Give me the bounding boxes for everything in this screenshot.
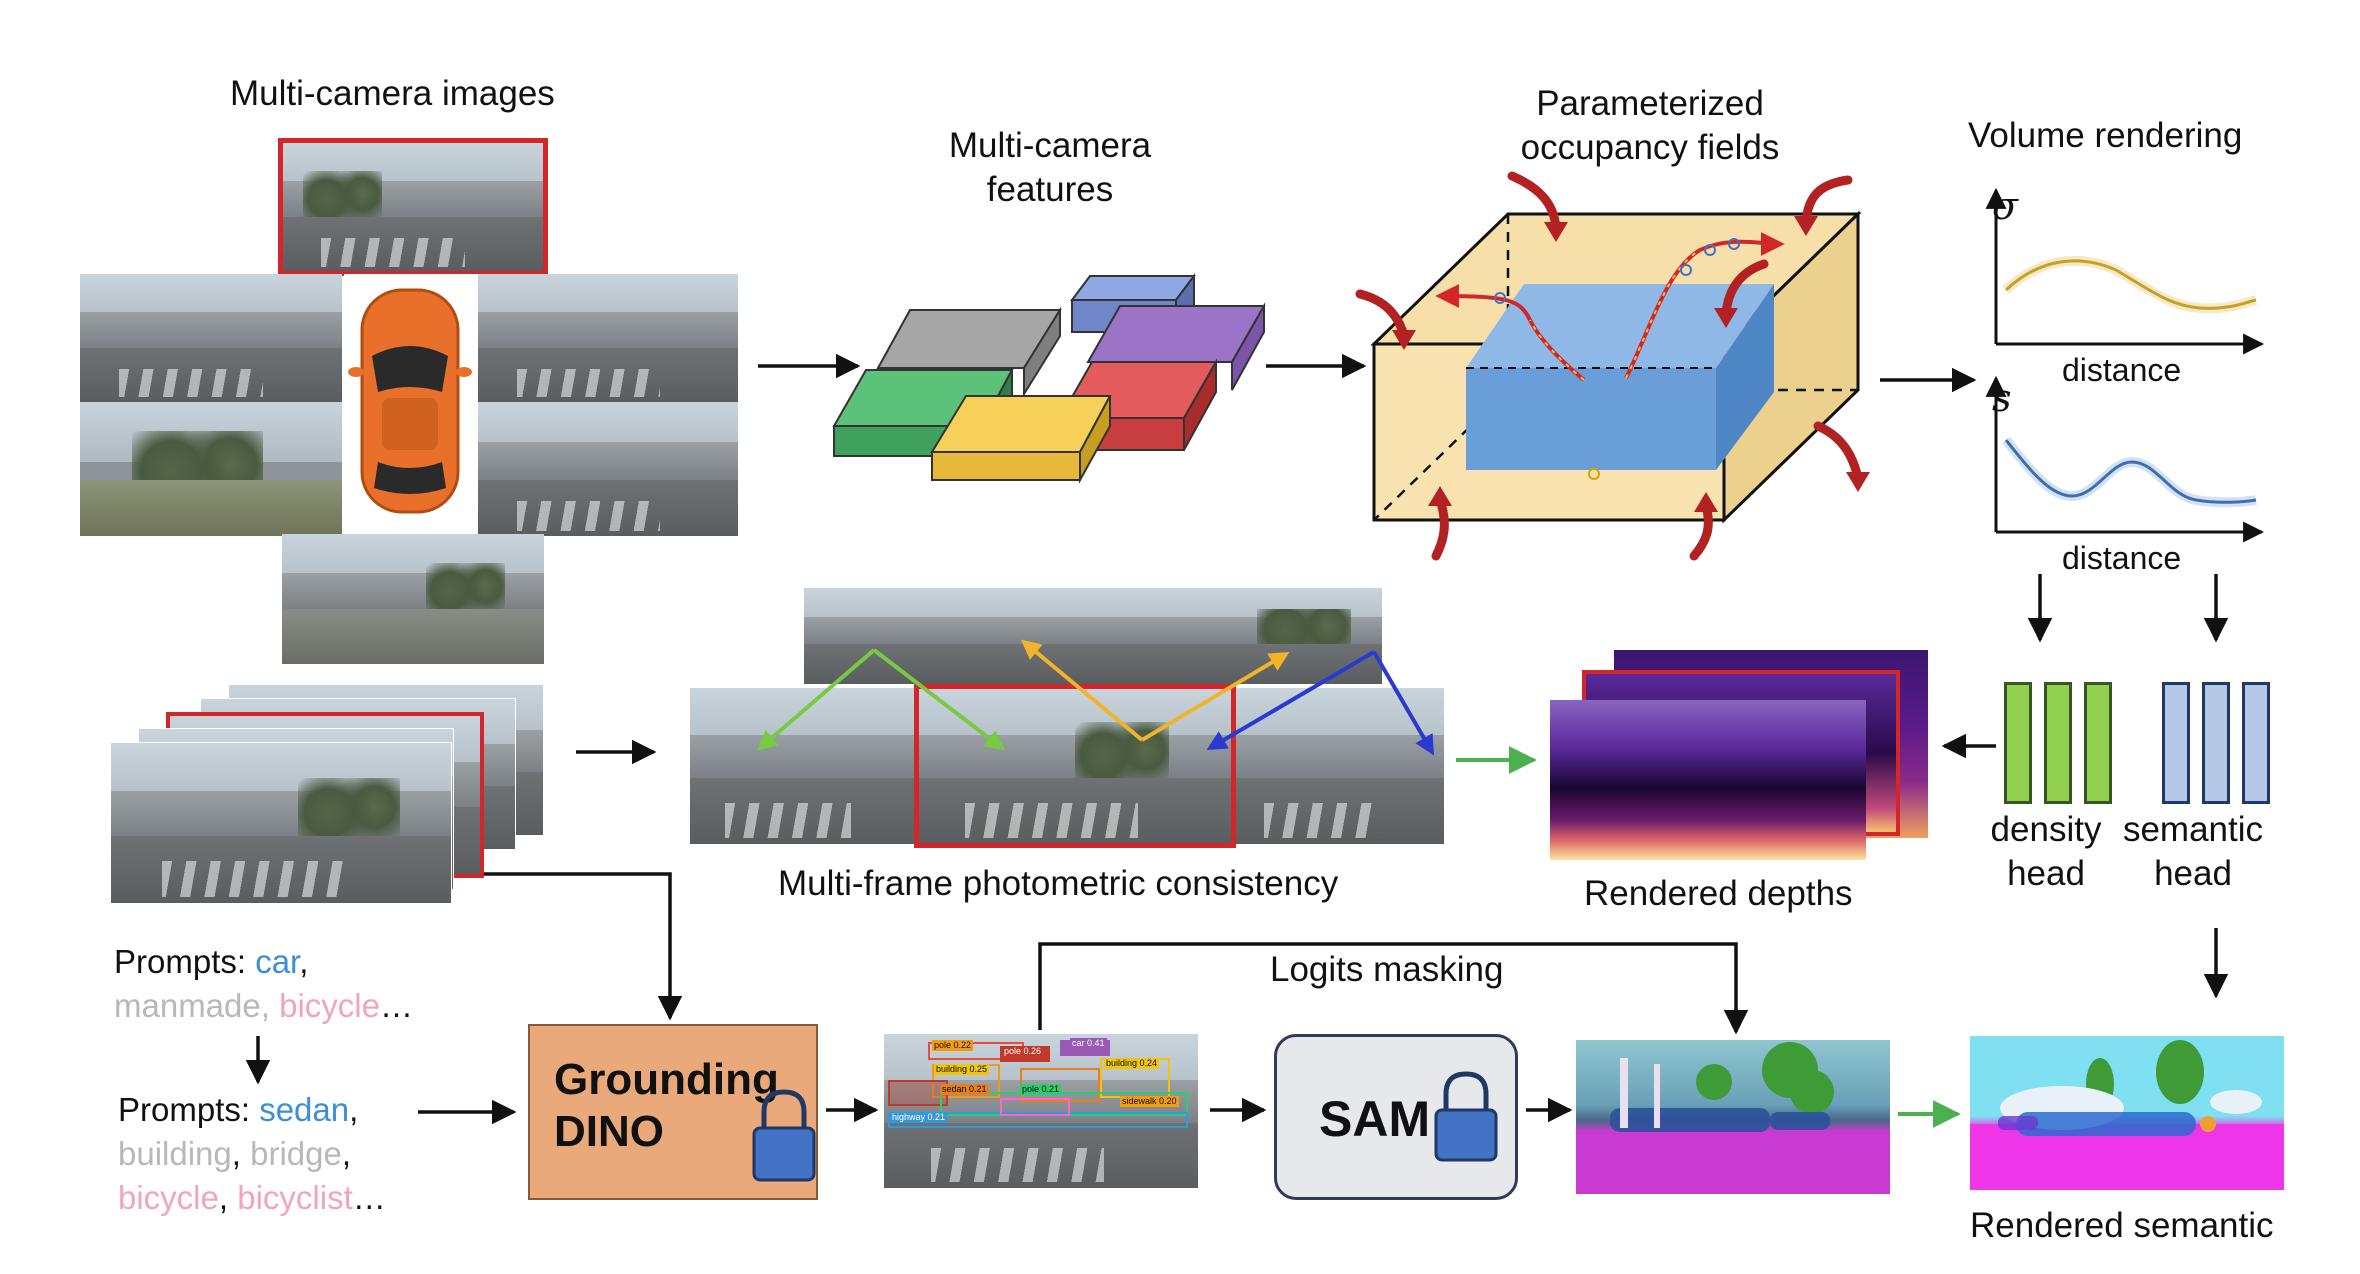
density-head-line2: head — [2007, 854, 2085, 893]
occupancy-fields-line2: occupancy fields — [1520, 128, 1780, 167]
volume-rendering-title: Volume rendering — [1968, 116, 2243, 155]
rendered-semantic-regions — [1970, 1040, 2284, 1190]
detection-label: building 0.25 — [934, 1064, 990, 1075]
detection-box — [888, 1080, 948, 1106]
prompt-word-manmade: manmade — [114, 987, 261, 1024]
detection-label: pole 0.22 — [932, 1040, 974, 1051]
rendered-depths-title: Rendered depths — [1584, 874, 1853, 913]
frame-front-1 — [110, 742, 452, 904]
s-plot — [1985, 375, 2265, 543]
camera-front-left — [80, 274, 342, 402]
semantic-head-bar-2 — [2202, 682, 2230, 804]
prompt-word-sedan: sedan — [259, 1091, 350, 1128]
semantic-head-line2: head — [2154, 854, 2232, 893]
detection-box — [888, 1112, 1188, 1128]
photometric-consistency-title: Multi-frame photometric consistency — [778, 864, 1339, 903]
prompt-word-car: car — [255, 943, 300, 980]
sigma-plot — [1985, 187, 2265, 355]
prompt-word-bicycle-2: bicycle — [118, 1179, 219, 1216]
photometric-top-right — [1070, 588, 1382, 684]
detection-box — [1000, 1098, 1070, 1116]
lock-icon — [1434, 1071, 1498, 1162]
photometric-top-left — [804, 588, 1070, 684]
multi-camera-features-line2: features — [986, 170, 1114, 209]
prompt-prefix-2: Prompts: — [118, 1091, 260, 1128]
camera-front — [282, 142, 544, 272]
detection-label: building 0.24 — [1104, 1058, 1160, 1069]
semantic-head-line1: semantic — [2122, 810, 2264, 849]
occupancy-cuboid — [1355, 171, 1870, 561]
camera-back-right — [478, 402, 738, 536]
lock-icon — [752, 1089, 816, 1182]
occupancy-fields-line1: Parameterized — [1536, 84, 1764, 123]
prompt-word-bridge: bridge — [250, 1135, 342, 1172]
detection-label: sidewalk 0.20 — [1120, 1096, 1179, 1107]
detection-label: car 0.41 — [1070, 1038, 1107, 1049]
density-head-bar-2 — [2044, 682, 2072, 804]
rendered-semantic-title: Rendered semantic — [1970, 1206, 2274, 1245]
detection-label: pole 0.21 — [1020, 1084, 1062, 1095]
depth-map-front — [1550, 700, 1866, 860]
logits-masking-title: Logits masking — [1270, 950, 1504, 989]
density-head-bar-3 — [2084, 682, 2112, 804]
feature-tiles — [832, 273, 1266, 484]
occupancy-fields-title: Parameterized occupancy fields — [1480, 82, 1820, 170]
detection-label: pole 0.26 — [1004, 1046, 1042, 1056]
feature-tile-purple — [1086, 302, 1266, 391]
distance-label-bottom: distance — [2062, 540, 2182, 576]
prompt-word-building: building — [118, 1135, 232, 1172]
feature-tile-yellow — [930, 395, 1112, 484]
semantic-head-bar-1 — [2162, 682, 2190, 804]
semantic-head-bar-3 — [2242, 682, 2270, 804]
density-head-bar-1 — [2004, 682, 2032, 804]
photometric-left — [690, 688, 920, 844]
grounding-dino-line2: DINO — [554, 1107, 664, 1156]
multi-camera-images-title: Multi-camera images — [230, 74, 555, 113]
grounding-dino-box: Grounding DINO — [528, 1024, 818, 1200]
camera-back-left — [80, 402, 342, 536]
photometric-arrows — [756, 639, 1435, 756]
detection-label: highway 0.21 — [890, 1112, 948, 1123]
camera-front-right — [478, 274, 738, 402]
density-head-line1: density — [1990, 810, 2102, 849]
sam-segmentation-regions — [1576, 1042, 1890, 1194]
sam-label: SAM — [1319, 1091, 1431, 1147]
semantic-head-label: semantic head — [2108, 808, 2278, 896]
density-head-label: density head — [1966, 808, 2126, 896]
feature-tile-grey — [876, 306, 1062, 398]
grounding-dino-line1: Grounding — [554, 1055, 779, 1104]
detection-label: sedan 0.21 — [940, 1084, 989, 1095]
camera-back — [282, 534, 544, 664]
detection-box — [1000, 1046, 1050, 1062]
photometric-center — [918, 688, 1232, 844]
prompt-word-bicyclist: bicyclist — [237, 1179, 353, 1216]
multi-camera-features-title: Multi-camera features — [900, 124, 1200, 212]
flow-arrows — [245, 353, 2229, 1125]
multi-camera-features-line1: Multi-camera — [948, 126, 1152, 165]
camera-front-highlight — [278, 138, 548, 276]
distance-label-top: distance — [2062, 352, 2182, 388]
photometric-right — [1232, 688, 1444, 844]
prompt-prefix: Prompts: — [114, 943, 256, 980]
prompt-word-bicycle: bicycle — [279, 987, 380, 1024]
